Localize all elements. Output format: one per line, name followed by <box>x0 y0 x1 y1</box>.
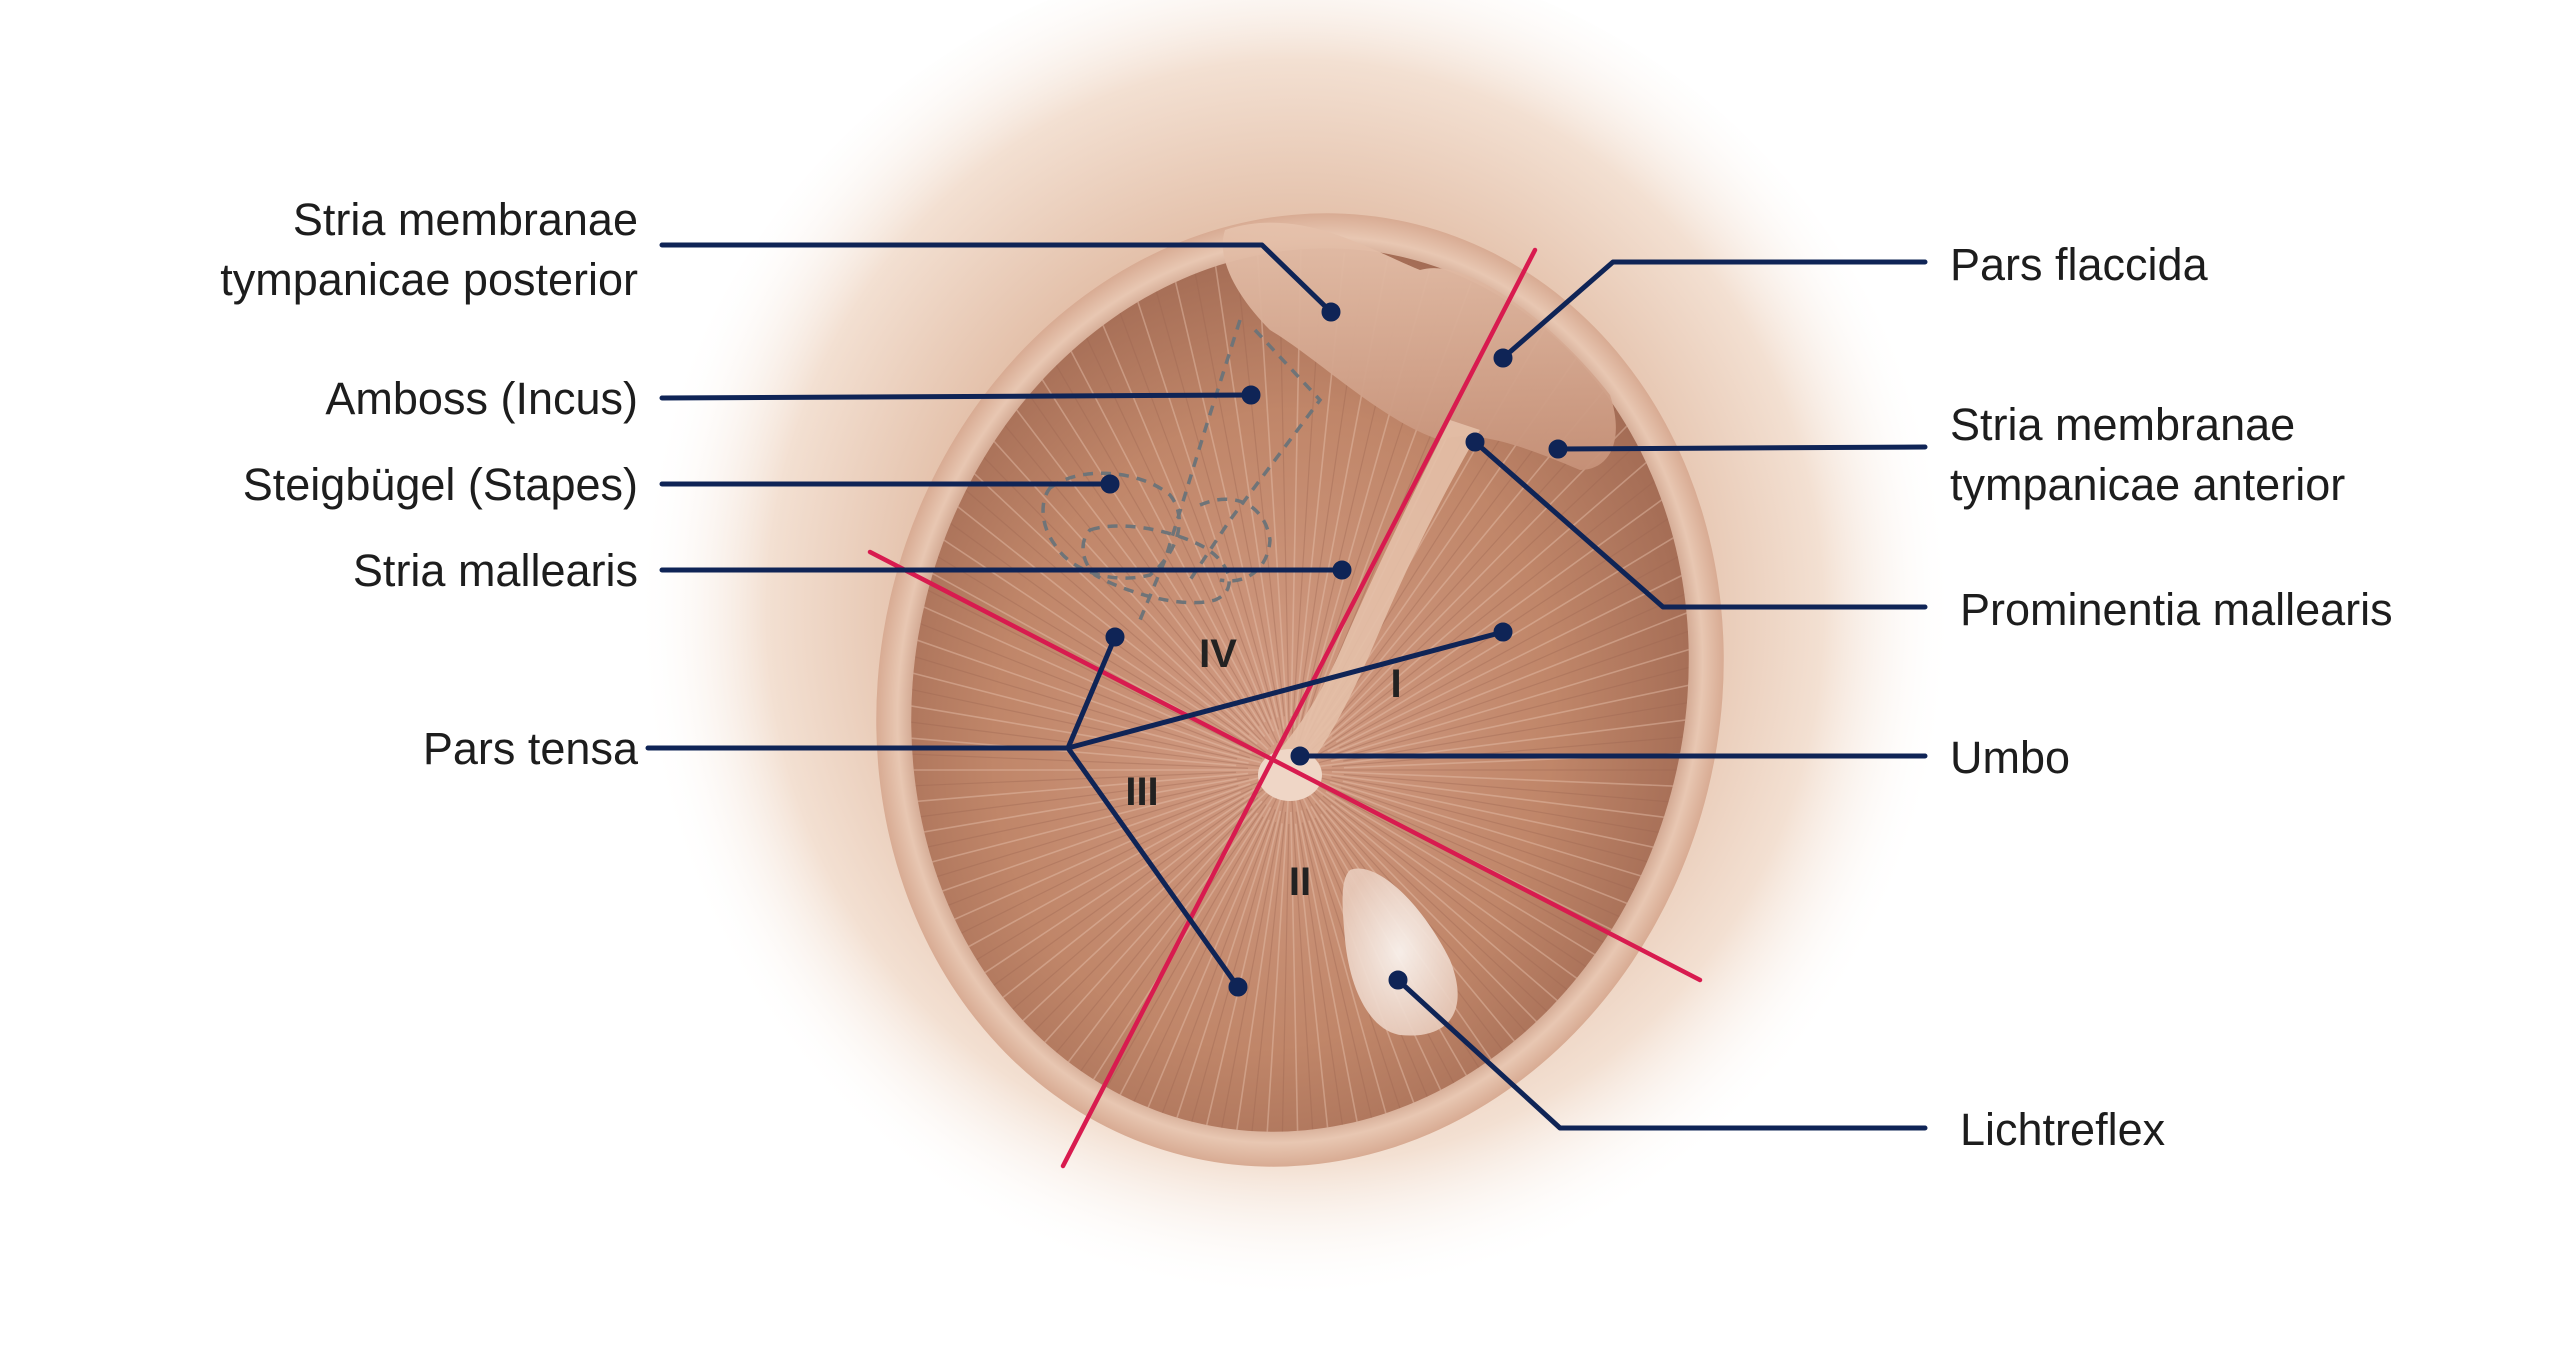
fibre-line <box>974 355 1266 738</box>
light-reflex-shape <box>1342 868 1458 1036</box>
malleus-handle <box>1270 420 1480 770</box>
fibre-line <box>958 368 1272 748</box>
leader-pars-flaccida <box>1500 259 1928 361</box>
label-stria-posterior-2: tympanicae posterior <box>220 254 638 305</box>
label-steigbuegel: Steigbügel (Stapes) <box>243 459 638 510</box>
dot-umbo <box>1290 746 1310 766</box>
fibre-line <box>1149 268 1280 730</box>
leader-prominentia <box>1472 439 1928 610</box>
fibre-line <box>1010 330 1275 746</box>
label-pars-tensa: Pars tensa <box>423 723 639 774</box>
leader-stria-posterior <box>659 242 1334 315</box>
fibre-line <box>1256 250 1289 741</box>
leader-pars-tensa-upper <box>1065 634 1118 751</box>
leader-stria-anterior <box>1555 444 1928 452</box>
fibre-line <box>1335 499 1736 743</box>
leader-lines <box>645 242 1928 1131</box>
quadrant-ii: II <box>1289 860 1311 904</box>
quadrant-iv: IV <box>1199 632 1237 676</box>
fibre-line <box>1068 299 1278 744</box>
fibre-line <box>1313 463 1712 754</box>
leader-pars-tensa-right <box>1065 629 1506 751</box>
membrane <box>911 248 1689 1132</box>
quadrant-line-vertical <box>1060 247 1538 1169</box>
fibre-line <box>1331 446 1698 737</box>
fibre-line <box>1321 429 1685 744</box>
dot-pars-tensa-upper <box>1105 627 1125 647</box>
fibre-line <box>992 342 1260 727</box>
pars-flaccida-shape <box>1222 222 1616 470</box>
dot-pars-tensa-right <box>1493 622 1513 642</box>
dot-pars-flaccida <box>1493 348 1513 368</box>
leader-lichtreflex <box>1395 977 1928 1131</box>
leader-pars-tensa-lower <box>1065 745 1241 990</box>
dot-amboss <box>1241 385 1261 405</box>
fibre-line <box>1170 263 1279 718</box>
fibre-line <box>1108 282 1272 720</box>
ossicle-outlines <box>1041 319 1323 621</box>
quadrant-line-horizontal <box>867 549 1703 983</box>
fibre-line <box>1324 481 1724 748</box>
dot-stria-anterior <box>1548 439 1568 459</box>
fibre-line <box>1048 308 1266 723</box>
label-stria-posterior-1: Stria membranae <box>293 194 638 245</box>
quadrant-i: I <box>1390 662 1401 706</box>
dot-lichtreflex <box>1388 970 1408 990</box>
dot-stria-posterior <box>1321 302 1341 322</box>
quadrant-iii: III <box>1125 770 1158 814</box>
label-prominentia: Prominentia mallearis <box>1960 584 2393 635</box>
fibre-line <box>1128 275 1282 742</box>
label-lichtreflex: Lichtreflex <box>1960 1104 2166 1155</box>
fibre-line <box>1213 255 1285 729</box>
dot-steigbuegel <box>1100 474 1120 494</box>
label-amboss: Amboss (Incus) <box>325 373 638 424</box>
label-pars-flaccida: Pars flaccida <box>1950 239 2209 290</box>
dot-pars-tensa-lower <box>1228 977 1248 997</box>
label-stria-mallearis: Stria mallearis <box>353 545 638 596</box>
label-stria-anterior-2: tympanicae anterior <box>1950 459 2345 510</box>
dot-stria-mallearis <box>1332 560 1352 580</box>
dot-prominentia <box>1465 432 1485 452</box>
fibre-line <box>1311 413 1670 750</box>
fibre-line <box>1235 252 1285 717</box>
fibre-line <box>1029 319 1270 734</box>
label-umbo: Umbo <box>1950 732 2070 783</box>
leader-amboss <box>659 392 1254 401</box>
label-stria-anterior-1: Stria membranae <box>1950 399 2295 450</box>
fibre-line <box>1316 518 1746 757</box>
